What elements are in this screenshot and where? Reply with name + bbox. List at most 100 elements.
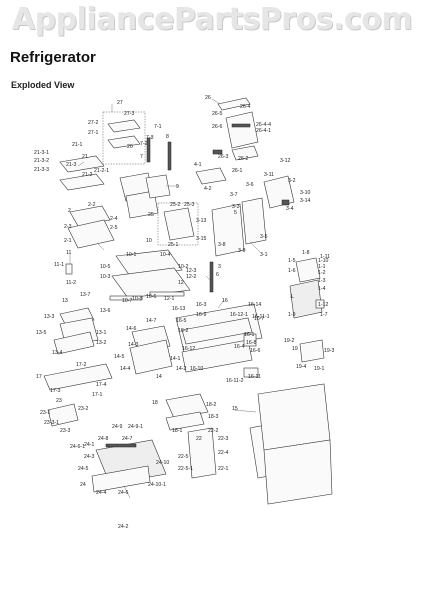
part-label-23-3: 23-3 — [60, 428, 70, 434]
part-shape-26-4 — [225, 111, 259, 149]
part-label-3-15: 3-15 — [196, 236, 206, 242]
part-label-26: 26 — [205, 95, 211, 101]
part-shape-19 — [299, 339, 325, 363]
part-shape-17 — [43, 363, 113, 391]
part-label-3-6: 3-6 — [246, 182, 254, 188]
part-label-19-2: 19-2 — [284, 338, 294, 344]
part-shape-21 — [59, 155, 105, 173]
part-label-18-2: 18-2 — [206, 402, 216, 408]
part-label-13-1: 13-1 — [96, 330, 106, 336]
part-label-10-8: 10-8 — [132, 296, 142, 302]
part-label-16-3: 16-3 — [196, 302, 206, 308]
part-shape-27-3 — [107, 119, 141, 133]
part-shape-cabinet-body — [263, 439, 333, 505]
part-label-22-1: 22-1 — [218, 466, 228, 472]
part-shape-3-1 — [241, 197, 267, 245]
part-label-13-5: 13-5 — [36, 330, 46, 336]
part-label-2-1: 2-1 — [64, 238, 72, 244]
part-shape-12 — [149, 291, 185, 297]
part-label-1-11: 1-11 — [320, 254, 330, 260]
part-label-24-1: 24-1 — [84, 442, 94, 448]
part-shape-10 — [111, 267, 191, 299]
part-label-12-3: 12-3 — [186, 268, 196, 274]
part-label-1-6: 1-6 — [288, 268, 296, 274]
part-label-16-4: 16-4 — [234, 344, 244, 350]
part-labels: 11-11-21-31-41-51-61-71-81-91-101-111-12… — [34, 95, 334, 530]
part-label-21-3: 21-3 — [66, 162, 76, 168]
part-label-24-7: 24-7 — [122, 436, 132, 442]
part-shape-25 — [163, 207, 195, 241]
part-label-24-10: 24-10 — [156, 460, 169, 466]
part-label-7-3: 7-3 — [146, 135, 154, 141]
leader-6 — [205, 275, 211, 281]
leader-3-1 — [249, 241, 261, 253]
part-label-1-10: 1-10 — [318, 258, 328, 264]
part-shape-7 — [146, 137, 151, 163]
leader-26 — [211, 98, 221, 105]
part-label-14-1: 14-1 — [170, 356, 180, 362]
part-shape-22 — [187, 427, 217, 479]
part-label-25-3: 25-3 — [184, 202, 194, 208]
part-label-26-6: 26-6 — [212, 124, 222, 130]
part-label-24-8: 24-8 — [98, 436, 108, 442]
part-label-12: 12 — [178, 280, 184, 286]
part-shape-cabinet-top — [257, 383, 331, 451]
part-label-12-1: 12-1 — [164, 296, 174, 302]
part-label-3-13: 3-13 — [196, 218, 206, 224]
part-label-19-1: 19-1 — [314, 366, 324, 372]
watermark-logo: AppliancePartsPros.com — [11, 2, 413, 37]
part-label-21-2-1: 21-2-1 — [94, 168, 109, 174]
part-label-16-1: 16-1 — [244, 332, 254, 338]
part-label-21-3-2: 21-3-2 — [34, 158, 49, 164]
part-label-14: 14 — [156, 374, 162, 380]
part-shape-21-2 — [59, 173, 105, 191]
part-label-13-6: 13-6 — [100, 308, 110, 314]
part-shape-18 — [165, 393, 209, 419]
part-label-10-7: 10-7 — [122, 298, 132, 304]
part-label-3-3: 3-3 — [232, 204, 240, 210]
part-shape-13-2 — [53, 331, 95, 355]
part-label-17: 17 — [36, 374, 42, 380]
part-label-19: 19 — [292, 346, 298, 352]
part-label-19-3: 19-3 — [324, 348, 334, 354]
part-shape-26-2 — [212, 149, 223, 155]
part-label-22-4: 22-4 — [218, 450, 228, 456]
part-shape-14 — [129, 339, 173, 375]
part-label-18-3: 18-3 — [208, 414, 218, 420]
part-label-10-2: 10-2 — [178, 264, 188, 270]
part-label-3-9: 3-9 — [238, 248, 246, 254]
part-label-27: 27 — [117, 100, 123, 106]
group-outline-25 — [157, 202, 199, 246]
part-shape-16-8 — [243, 333, 257, 347]
part-shape-18-1 — [165, 411, 205, 431]
part-label-23-1: 23-1 — [40, 410, 50, 416]
part-label-25: 25 — [148, 212, 154, 218]
part-label-21: 21 — [82, 154, 88, 160]
part-label-24-3: 24-3 — [84, 454, 94, 460]
part-label-16-13: 16-13 — [172, 306, 185, 312]
part-label-22: 22 — [196, 436, 202, 442]
leader-15 — [233, 409, 257, 413]
leader-21 — [77, 161, 85, 167]
part-label-5: 5 — [234, 210, 237, 216]
leader-lines — [69, 98, 295, 499]
part-label-17-4: 17-4 — [96, 382, 106, 388]
part-label-4-2: 4-2 — [204, 186, 212, 192]
part-label-16-14: 16-14 — [248, 302, 261, 308]
part-label-1-7: 1-7 — [320, 312, 328, 318]
part-shape-1-3 — [295, 257, 321, 283]
part-label-14-3: 14-3 — [128, 342, 138, 348]
part-label-24-4: 24-4 — [96, 490, 106, 496]
part-label-13-4: 13-4 — [52, 350, 62, 356]
part-shape-26-4-1 — [231, 123, 251, 128]
part-label-13-2: 13-2 — [96, 340, 106, 346]
part-label-10-6: 10-6 — [146, 294, 156, 300]
part-label-3-11: 3-11 — [264, 172, 274, 178]
page-title: Refrigerator — [10, 49, 96, 66]
part-label-14-5: 14-5 — [114, 354, 124, 360]
part-shape-26-3 — [231, 145, 259, 161]
part-label-3-12: 3-12 — [280, 158, 290, 164]
part-label-24-9: 24-9 — [112, 424, 122, 430]
part-label-1-9: 1-9 — [288, 312, 296, 318]
part-label-16-12: 16-12 — [182, 346, 195, 352]
